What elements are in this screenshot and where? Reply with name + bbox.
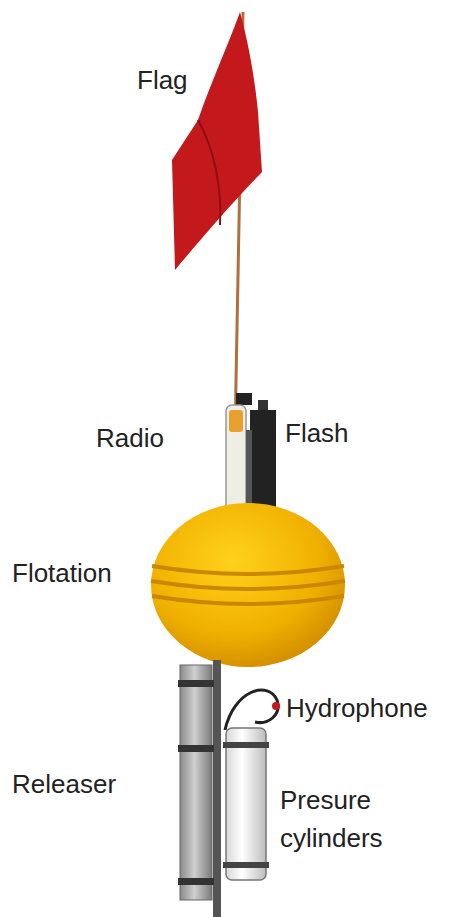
flag-fold (198, 120, 220, 225)
clamp (223, 862, 269, 868)
flotation-sphere (151, 503, 345, 667)
flag-cloth (172, 12, 262, 270)
part-label: Presure cylinders (280, 782, 410, 857)
hydrophone-head (272, 702, 280, 710)
lower-pole (213, 660, 221, 917)
releaser-body (180, 665, 212, 900)
part-label: Flag (137, 62, 257, 100)
part-label: Hydrophone (286, 690, 450, 728)
radio-beacon (226, 405, 246, 517)
radio-cap (229, 410, 243, 432)
part-label: Releaser (12, 766, 152, 804)
top-bracket (236, 393, 252, 405)
part-label: Flotation (12, 555, 146, 593)
flash-mount (246, 430, 252, 510)
clamp (178, 878, 214, 885)
hydrophone-cable (225, 690, 278, 730)
clamp (178, 680, 214, 687)
part-label: Flash (285, 415, 425, 453)
sphere-band (151, 581, 345, 589)
sphere-band (152, 596, 344, 604)
part-label: Radio (96, 420, 216, 458)
clamp (223, 742, 269, 748)
flash-unit (250, 410, 276, 512)
sphere-band (152, 566, 344, 574)
pressure-cylinder (226, 728, 266, 880)
clamp (178, 745, 214, 752)
